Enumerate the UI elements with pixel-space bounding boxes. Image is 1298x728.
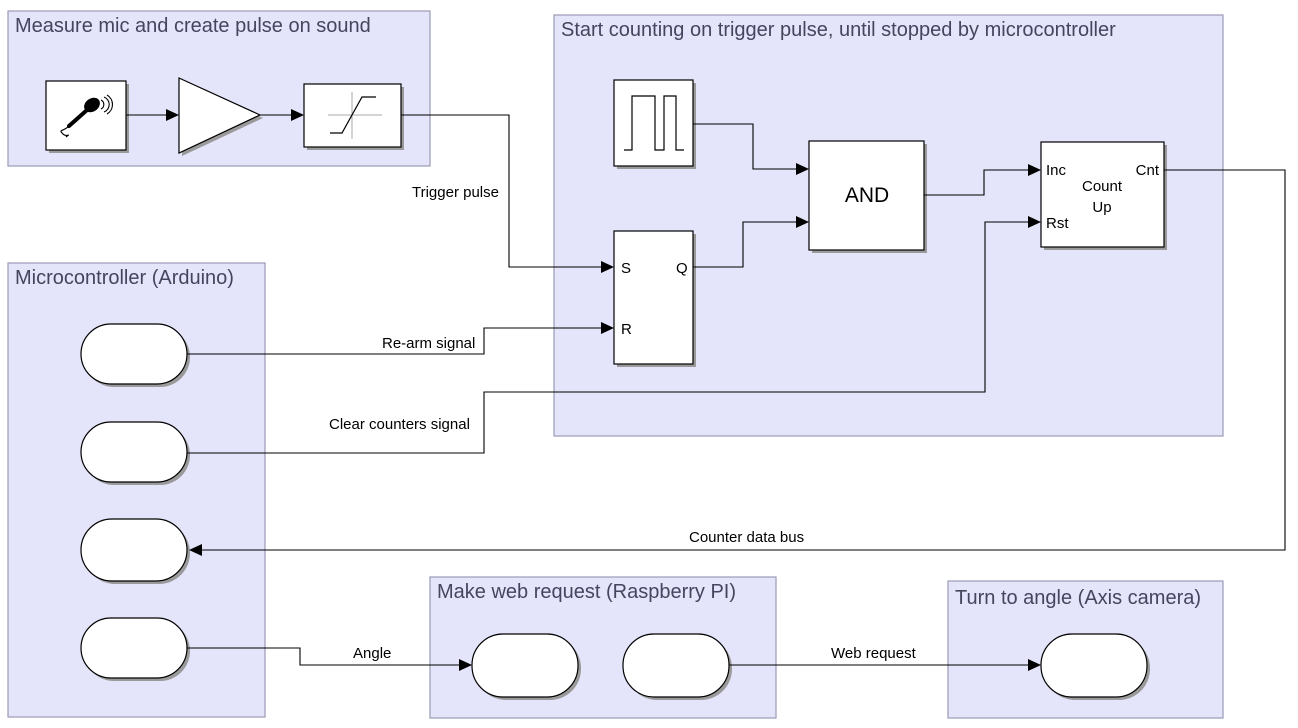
camera-in-port <box>1040 633 1150 700</box>
amplifier-block <box>178 77 263 156</box>
wire-pulse-to-and <box>693 123 809 175</box>
microcontroller-port-1 <box>80 323 190 387</box>
microcontroller-port-3 <box>80 518 190 584</box>
web-request-in-port <box>471 633 581 700</box>
and-gate-block: AND <box>808 140 927 253</box>
and-gate-label: AND <box>845 184 889 207</box>
counter-block: Inc Rst Cnt Count Up <box>1040 141 1167 250</box>
wire-and-to-inc <box>924 164 1041 196</box>
pulse-generator-icon <box>624 95 684 151</box>
area-measure-title: Measure mic and create pulse on sound <box>15 15 371 37</box>
flip-flop-port-s: S <box>621 260 631 277</box>
label-rearm-signal: Re-arm signal <box>382 335 475 352</box>
pulse-generator-block <box>613 79 696 169</box>
wire-rearm <box>187 322 614 355</box>
counter-label-line2: Up <box>1092 199 1111 216</box>
flip-flop-port-r: R <box>621 321 632 338</box>
label-clear-counters-signal: Clear counters signal <box>329 416 470 433</box>
wire-counter-data-bus <box>189 169 1286 556</box>
counter-port-cnt: Cnt <box>1136 162 1160 179</box>
label-counter-data-bus: Counter data bus <box>689 529 804 546</box>
web-request-out-port <box>622 633 732 700</box>
area-turn-to-angle-title: Turn to angle (Axis camera) <box>955 587 1201 609</box>
area-web-request-title: Make web request (Raspberry PI) <box>437 581 736 603</box>
wire-trigger-pulse <box>401 114 614 273</box>
microcontroller-port-4 <box>80 617 190 681</box>
wire-q-to-and <box>693 216 809 268</box>
saturation-block <box>303 83 404 150</box>
microphone-block <box>45 80 129 153</box>
microcontroller-port-2 <box>80 421 190 485</box>
wire-angle <box>187 647 472 671</box>
amplifier-triangle-icon <box>178 77 262 154</box>
saturation-icon <box>328 92 382 139</box>
area-counting-title: Start counting on trigger pulse, until s… <box>561 19 1116 41</box>
wire-web-request <box>729 659 1041 671</box>
microphone-icon <box>60 94 113 138</box>
counter-label-line1: Count <box>1082 178 1123 195</box>
label-web-request: Web request <box>831 645 917 662</box>
flip-flop-port-q: Q <box>676 260 688 277</box>
flip-flop-block: S R Q <box>613 230 696 367</box>
counter-port-rst: Rst <box>1046 215 1069 232</box>
wire-amp-to-saturation <box>260 109 304 121</box>
wire-clear-counters <box>187 216 1041 454</box>
area-microcontroller-title: Microcontroller (Arduino) <box>15 267 234 289</box>
counter-port-inc: Inc <box>1046 162 1067 179</box>
label-trigger-pulse: Trigger pulse <box>412 184 499 201</box>
label-angle: Angle <box>353 645 391 662</box>
wire-mic-to-amp <box>126 109 179 121</box>
